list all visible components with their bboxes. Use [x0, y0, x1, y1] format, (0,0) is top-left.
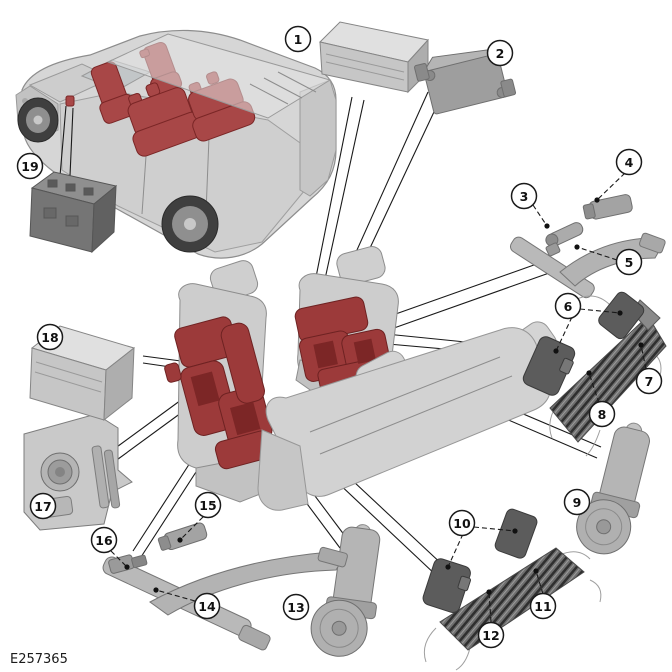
callout-number-11: 11: [534, 599, 551, 614]
callout-circle-16: [90, 526, 118, 554]
callout-11: 11: [529, 568, 557, 620]
callout-number-18: 18: [41, 330, 58, 345]
callout-number-4: 4: [625, 155, 634, 170]
callout-number-9: 9: [573, 495, 582, 510]
callout-16: 16: [90, 526, 130, 570]
leader-dot: [594, 197, 600, 203]
callout-circle-3: [510, 182, 538, 210]
callout-5: 5: [574, 244, 643, 276]
callout-number-10: 10: [453, 516, 471, 531]
leader-dot: [512, 528, 518, 534]
component-lumbar-pad-10b: [422, 558, 472, 614]
rear-wheel: [161, 195, 219, 253]
callout-17: 17: [29, 492, 57, 520]
callout-circle-5: [615, 248, 643, 276]
leader-dot: [574, 244, 580, 250]
callout-4: 4: [594, 148, 643, 203]
callout-number-6: 6: [564, 299, 573, 314]
callout-19: 19: [16, 152, 44, 180]
front-seat-left: [164, 260, 302, 503]
component-module-1: [319, 21, 429, 94]
component-actuator-3: [545, 222, 584, 257]
component-seat-motor-9: [576, 422, 651, 555]
callout-1: 1: [284, 25, 312, 53]
callout-13: 13: [282, 593, 310, 621]
callout-8: 8: [586, 370, 616, 428]
callout-14: 14: [153, 587, 221, 620]
leader-dot: [177, 537, 183, 543]
vehicle-overview-illustration: [15, 29, 337, 259]
leader-dot: [124, 564, 130, 570]
leader-dot: [153, 587, 159, 593]
callout-circle-19: [16, 152, 44, 180]
vehicle-rear-face: [299, 79, 337, 197]
rear-bench-seat: [257, 321, 558, 511]
front-wheel: [17, 97, 59, 143]
callout-number-5: 5: [625, 255, 634, 270]
component-motor-15: [157, 522, 208, 551]
backrest-frame-assembly-center: [422, 508, 602, 671]
callout-number-7: 7: [645, 374, 654, 389]
component-control-box-19: [29, 171, 118, 254]
callout-15: 15: [177, 491, 222, 543]
leader-dot: [638, 342, 644, 348]
leader-dot: [445, 564, 451, 570]
callout-circle-6: [554, 292, 582, 320]
callout-number-17: 17: [34, 499, 51, 514]
figure-code: E257365: [10, 652, 68, 667]
component-motor-4: [582, 194, 633, 220]
callout-3: 3: [510, 182, 550, 229]
callout-circle-14: [193, 592, 221, 620]
callout-number-8: 8: [598, 407, 607, 422]
callout-2: 2: [486, 39, 514, 67]
callout-9: 9: [563, 488, 591, 516]
callout-circle-17: [29, 492, 57, 520]
callout-number-3: 3: [520, 189, 529, 204]
callout-number-15: 15: [199, 498, 216, 513]
callout-circle-7: [635, 367, 663, 395]
callout-number-14: 14: [198, 599, 216, 614]
component-module-18: [29, 325, 136, 422]
component-lumbar-pad-6a: [598, 291, 645, 340]
callout-circle-12: [477, 621, 505, 649]
callout-circle-1: [284, 25, 312, 53]
callout-circle-10: [448, 509, 476, 537]
component-lumbar-pad-10a: [494, 508, 538, 559]
callout-circle-18: [36, 323, 64, 351]
callout-6: 6: [553, 292, 623, 354]
leader-dot: [617, 310, 623, 316]
callout-circle-15: [194, 491, 222, 519]
callout-circle-8: [588, 400, 616, 428]
callout-10: 10: [445, 509, 518, 570]
leader-dot: [544, 223, 550, 229]
callout-number-16: 16: [95, 533, 113, 548]
callout-number-2: 2: [496, 46, 505, 61]
callout-12: 12: [477, 589, 505, 649]
component-seat-motor-13: [310, 524, 381, 657]
leader-dot: [553, 348, 559, 354]
callout-number-19: 19: [21, 159, 38, 174]
callout-number-12: 12: [482, 628, 499, 643]
callout-circle-11: [529, 592, 557, 620]
callout-number-13: 13: [287, 600, 304, 615]
leader-dot: [486, 589, 492, 595]
callout-number-1: 1: [294, 32, 303, 47]
seat-track-assembly-right: [509, 194, 666, 299]
component-lumbar-pad-6b: [522, 336, 576, 396]
callout-7: 7: [635, 342, 663, 395]
callout-circle-9: [563, 488, 591, 516]
pillar-module-highlight: [65, 95, 75, 107]
callout-circle-13: [282, 593, 310, 621]
callout-18: 18: [36, 323, 64, 351]
leader-dot: [533, 568, 539, 574]
callout-circle-2: [486, 39, 514, 67]
callout-circle-4: [615, 148, 643, 176]
seat-harness-left: [164, 316, 273, 470]
leader-dot: [586, 370, 592, 376]
backrest-frame-assembly-right: [522, 291, 667, 457]
